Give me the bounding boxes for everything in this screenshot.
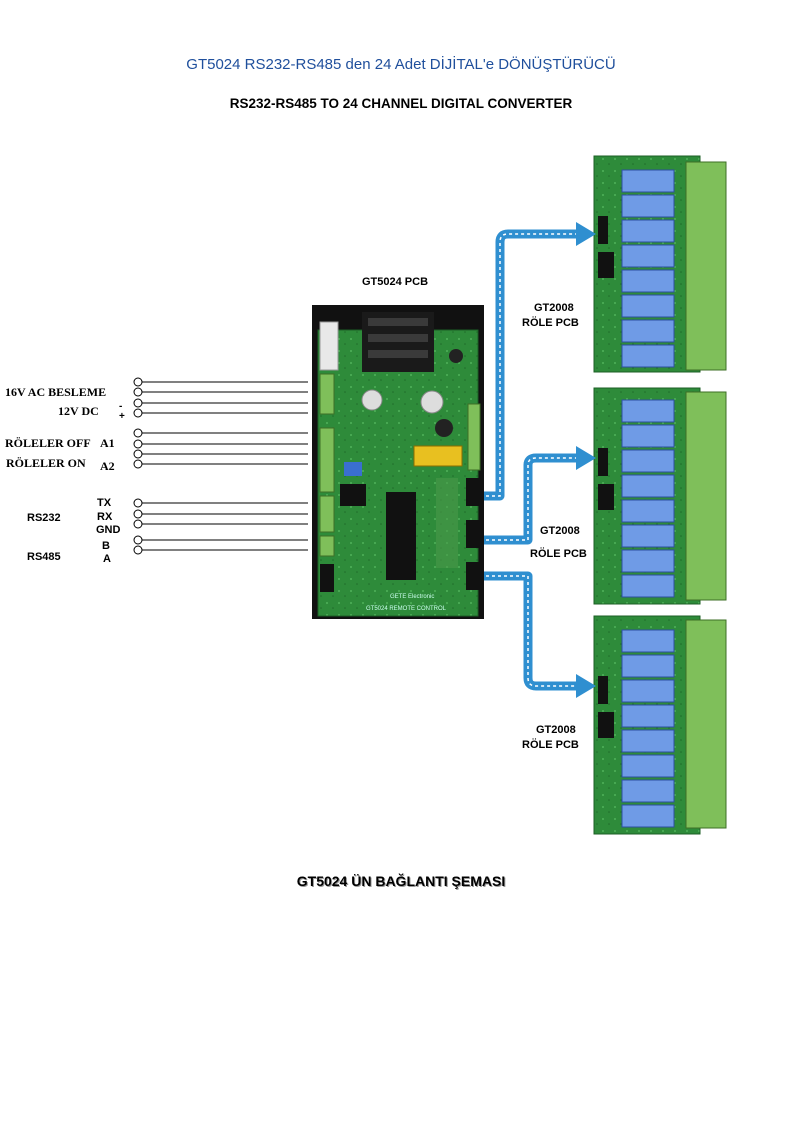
terminal-circles xyxy=(133,377,143,555)
relay-board-3-label-2: RÖLE PCB xyxy=(522,739,579,751)
rs485-label: RS485 xyxy=(27,551,61,563)
pcb-silkscreen-1: GETE Electronic xyxy=(390,594,434,600)
tx-label: TX xyxy=(97,497,112,509)
gt5024-pcb-label: GT5024 PCB xyxy=(362,276,429,288)
power-label: 16V AC BESLEME xyxy=(5,385,107,399)
relay-board-3-label-1: GT2008 xyxy=(536,724,576,736)
relay-board-2-label-2: RÖLE PCB xyxy=(530,548,587,560)
a2-label: A2 xyxy=(100,459,115,473)
dc-label: 12V DC xyxy=(58,404,99,418)
page-subtitle: RS232-RS485 TO 24 CHANNEL DIGITAL CONVER… xyxy=(229,96,573,111)
arrow-heads xyxy=(576,222,596,698)
relay-board-2-image xyxy=(593,387,727,605)
relays-on-label: RÖLELER ON xyxy=(6,456,86,470)
diagram-caption: GT5024 ÜN BAĞLANTI ŞEMASI xyxy=(296,873,506,889)
relay-board-3-image xyxy=(593,615,727,835)
relay-board-1-image xyxy=(593,155,727,373)
page-title: GT5024 RS232-RS485 den 24 Adet DİJİTAL'e… xyxy=(186,56,616,73)
relays-off-label: RÖLELER OFF xyxy=(5,436,91,450)
plus-label: + xyxy=(119,411,125,422)
pcb-silkscreen-2: GT5024 REMOTE CONTROL xyxy=(366,606,447,612)
rs232-label: RS232 xyxy=(27,512,61,524)
relay-board-1-label-1: GT2008 xyxy=(534,302,574,314)
relay-board-2-label-1: GT2008 xyxy=(540,525,580,537)
gnd-label: GND xyxy=(96,524,121,536)
minus-label: - xyxy=(119,401,123,412)
arrow-dashes xyxy=(486,233,576,687)
terminal-wires xyxy=(142,381,308,551)
b-label: B xyxy=(102,540,110,552)
relay-board-1-label-2: RÖLE PCB xyxy=(522,317,579,329)
gt5024-pcb-image: GETE Electronic GT5024 REMOTE CONTROL xyxy=(312,305,484,619)
a1-label: A1 xyxy=(100,436,115,450)
rx-label: RX xyxy=(97,511,113,523)
a-label: A xyxy=(103,553,111,565)
